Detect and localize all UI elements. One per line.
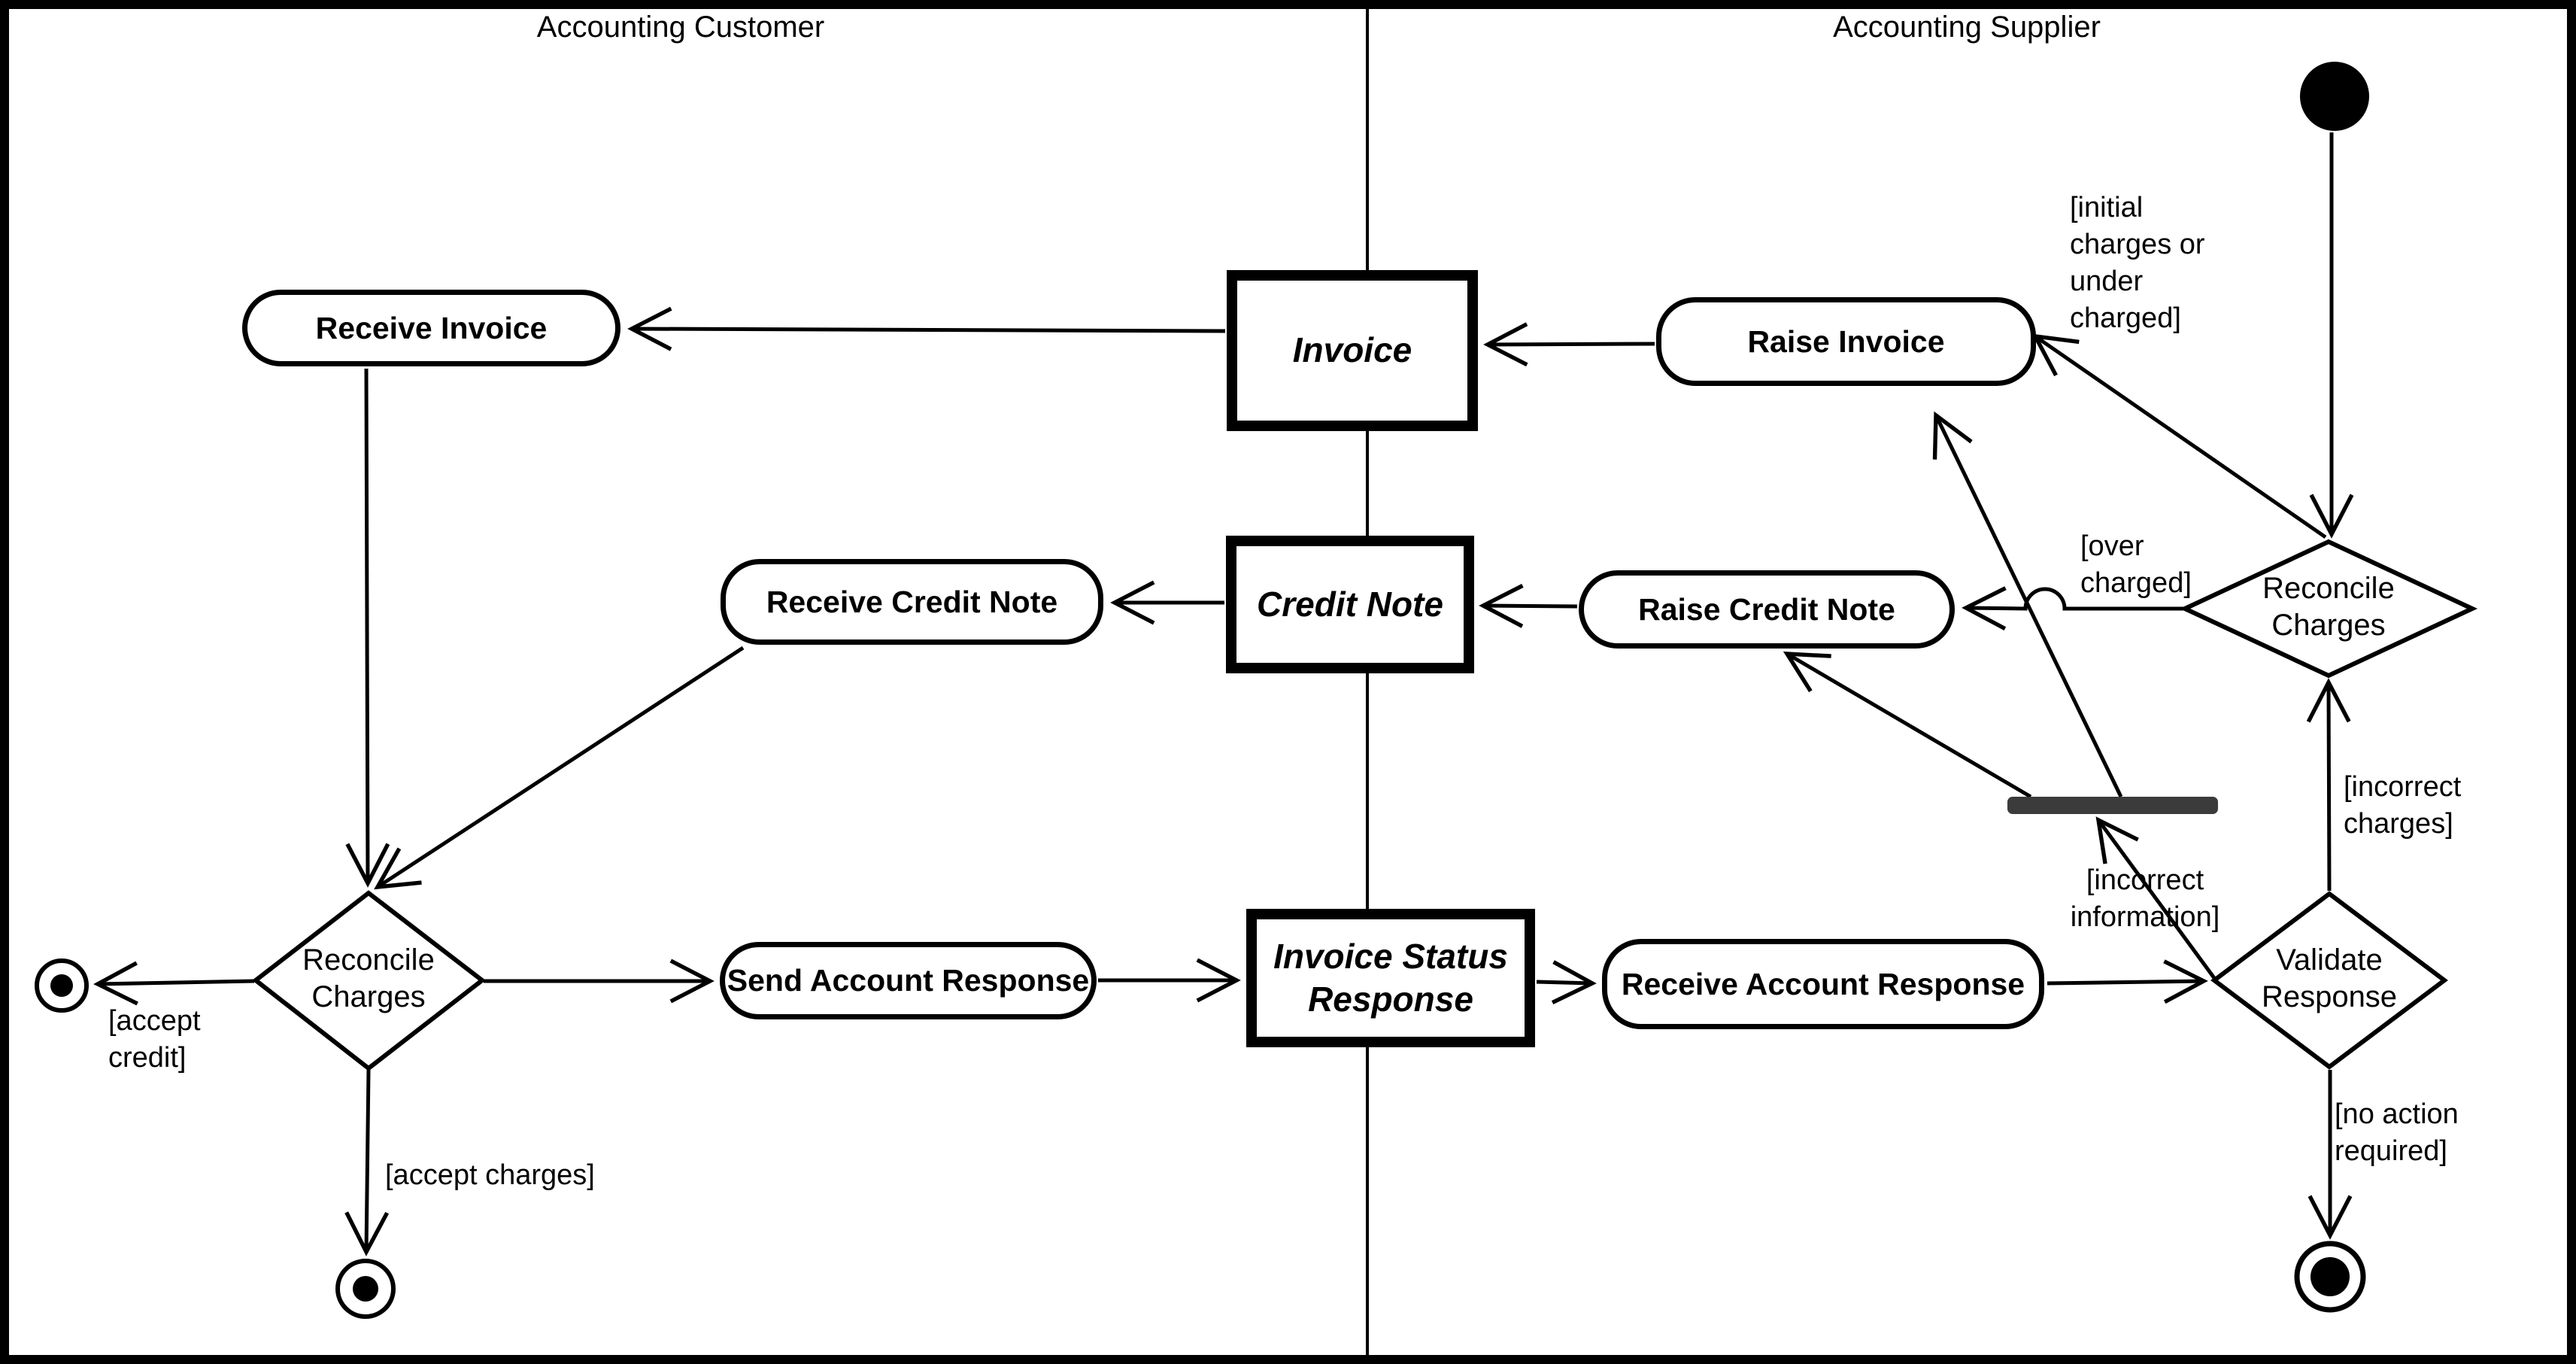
action-raise-invoice-label: Raise Invoice <box>1747 324 1945 359</box>
transition-receive-credit-note-to-reconcile <box>374 646 745 890</box>
transition-validate-to-bar <box>2095 816 2216 980</box>
object-invoice-label: Invoice <box>1292 330 1412 370</box>
action-receive-account-response: Receive Account Response <box>1602 939 2044 1029</box>
object-invoice-status-response-label: Invoice Status Response <box>1273 936 1508 1019</box>
transitions <box>93 132 2354 1256</box>
guard-incorrect-information: [incorrect information] <box>2070 864 2220 934</box>
final-state-accept-charges <box>335 1259 396 1319</box>
transition-reconcile-to-final-credit <box>93 961 255 1006</box>
guard-initial-charges: [initial charges or under charged] <box>2070 192 2205 335</box>
guard-no-action-required: [no action required] <box>2335 1098 2459 1168</box>
lane-title-accounting-customer: Accounting Customer <box>536 11 825 44</box>
action-receive-invoice-label: Receive Invoice <box>315 310 548 345</box>
action-send-account-response-label: Send Account Response <box>727 963 1090 998</box>
decision-validate-response <box>2210 891 2448 1070</box>
transition-reconcile-to-final-charges <box>344 1069 390 1256</box>
decision-reconcile-charges-left-label: Reconcile Charges <box>302 943 435 1013</box>
transition-bar-to-raise-invoice <box>1932 411 2123 798</box>
transition-status-to-receive-response <box>1536 960 1597 1005</box>
transition-bar-to-raise-credit-note <box>1783 652 2032 799</box>
transition-raise-invoice-to-invoice <box>1483 322 1655 367</box>
final-state-no-action <box>2294 1241 2366 1313</box>
action-send-account-response: Send Account Response <box>720 942 1097 1019</box>
synchronization-bar <box>2007 797 2218 814</box>
action-receive-credit-note: Receive Credit Note <box>721 559 1103 645</box>
object-invoice: Invoice <box>1227 270 1478 431</box>
action-raise-invoice: Raise Invoice <box>1656 297 2036 386</box>
decision-reconcile-charges-right-label: Reconcile Charges <box>2262 572 2395 642</box>
action-raise-credit-note-label: Raise Credit Note <box>1638 591 1895 627</box>
guard-incorrect-charges: [incorrect charges] <box>2344 771 2462 840</box>
object-credit-note-label: Credit Note <box>1257 584 1443 624</box>
transition-receive-response-to-validate <box>2047 959 2208 1004</box>
guard-over-charged: [over charged] <box>2080 530 2192 600</box>
transition-reconcile-to-raise-invoice <box>2031 333 2327 539</box>
action-receive-credit-note-label: Receive Credit Note <box>766 584 1058 619</box>
final-state-accept-credit <box>35 958 89 1013</box>
object-invoice-status-response: Invoice Status Response <box>1246 909 1535 1047</box>
initial-state <box>2300 62 2369 131</box>
object-credit-note: Credit Note <box>1226 536 1474 673</box>
decision-validate-response-label: Validate Response <box>2261 943 2398 1013</box>
guard-accept-charges: [accept charges] <box>385 1159 595 1191</box>
guard-accept-credit: [accept credit] <box>108 1005 201 1074</box>
action-receive-invoice: Receive Invoice <box>242 290 620 366</box>
transition-invoice-to-receive-invoice <box>627 306 1226 351</box>
transition-receive-invoice-to-reconcile <box>345 368 390 888</box>
decision-reconcile-charges-right <box>2179 539 2478 679</box>
action-raise-credit-note: Raise Credit Note <box>1579 570 1955 649</box>
lane-title-accounting-supplier: Accounting Supplier <box>1833 11 2101 44</box>
action-receive-account-response-label: Receive Account Response <box>1621 966 2025 1001</box>
decision-reconcile-charges-left <box>252 890 486 1071</box>
